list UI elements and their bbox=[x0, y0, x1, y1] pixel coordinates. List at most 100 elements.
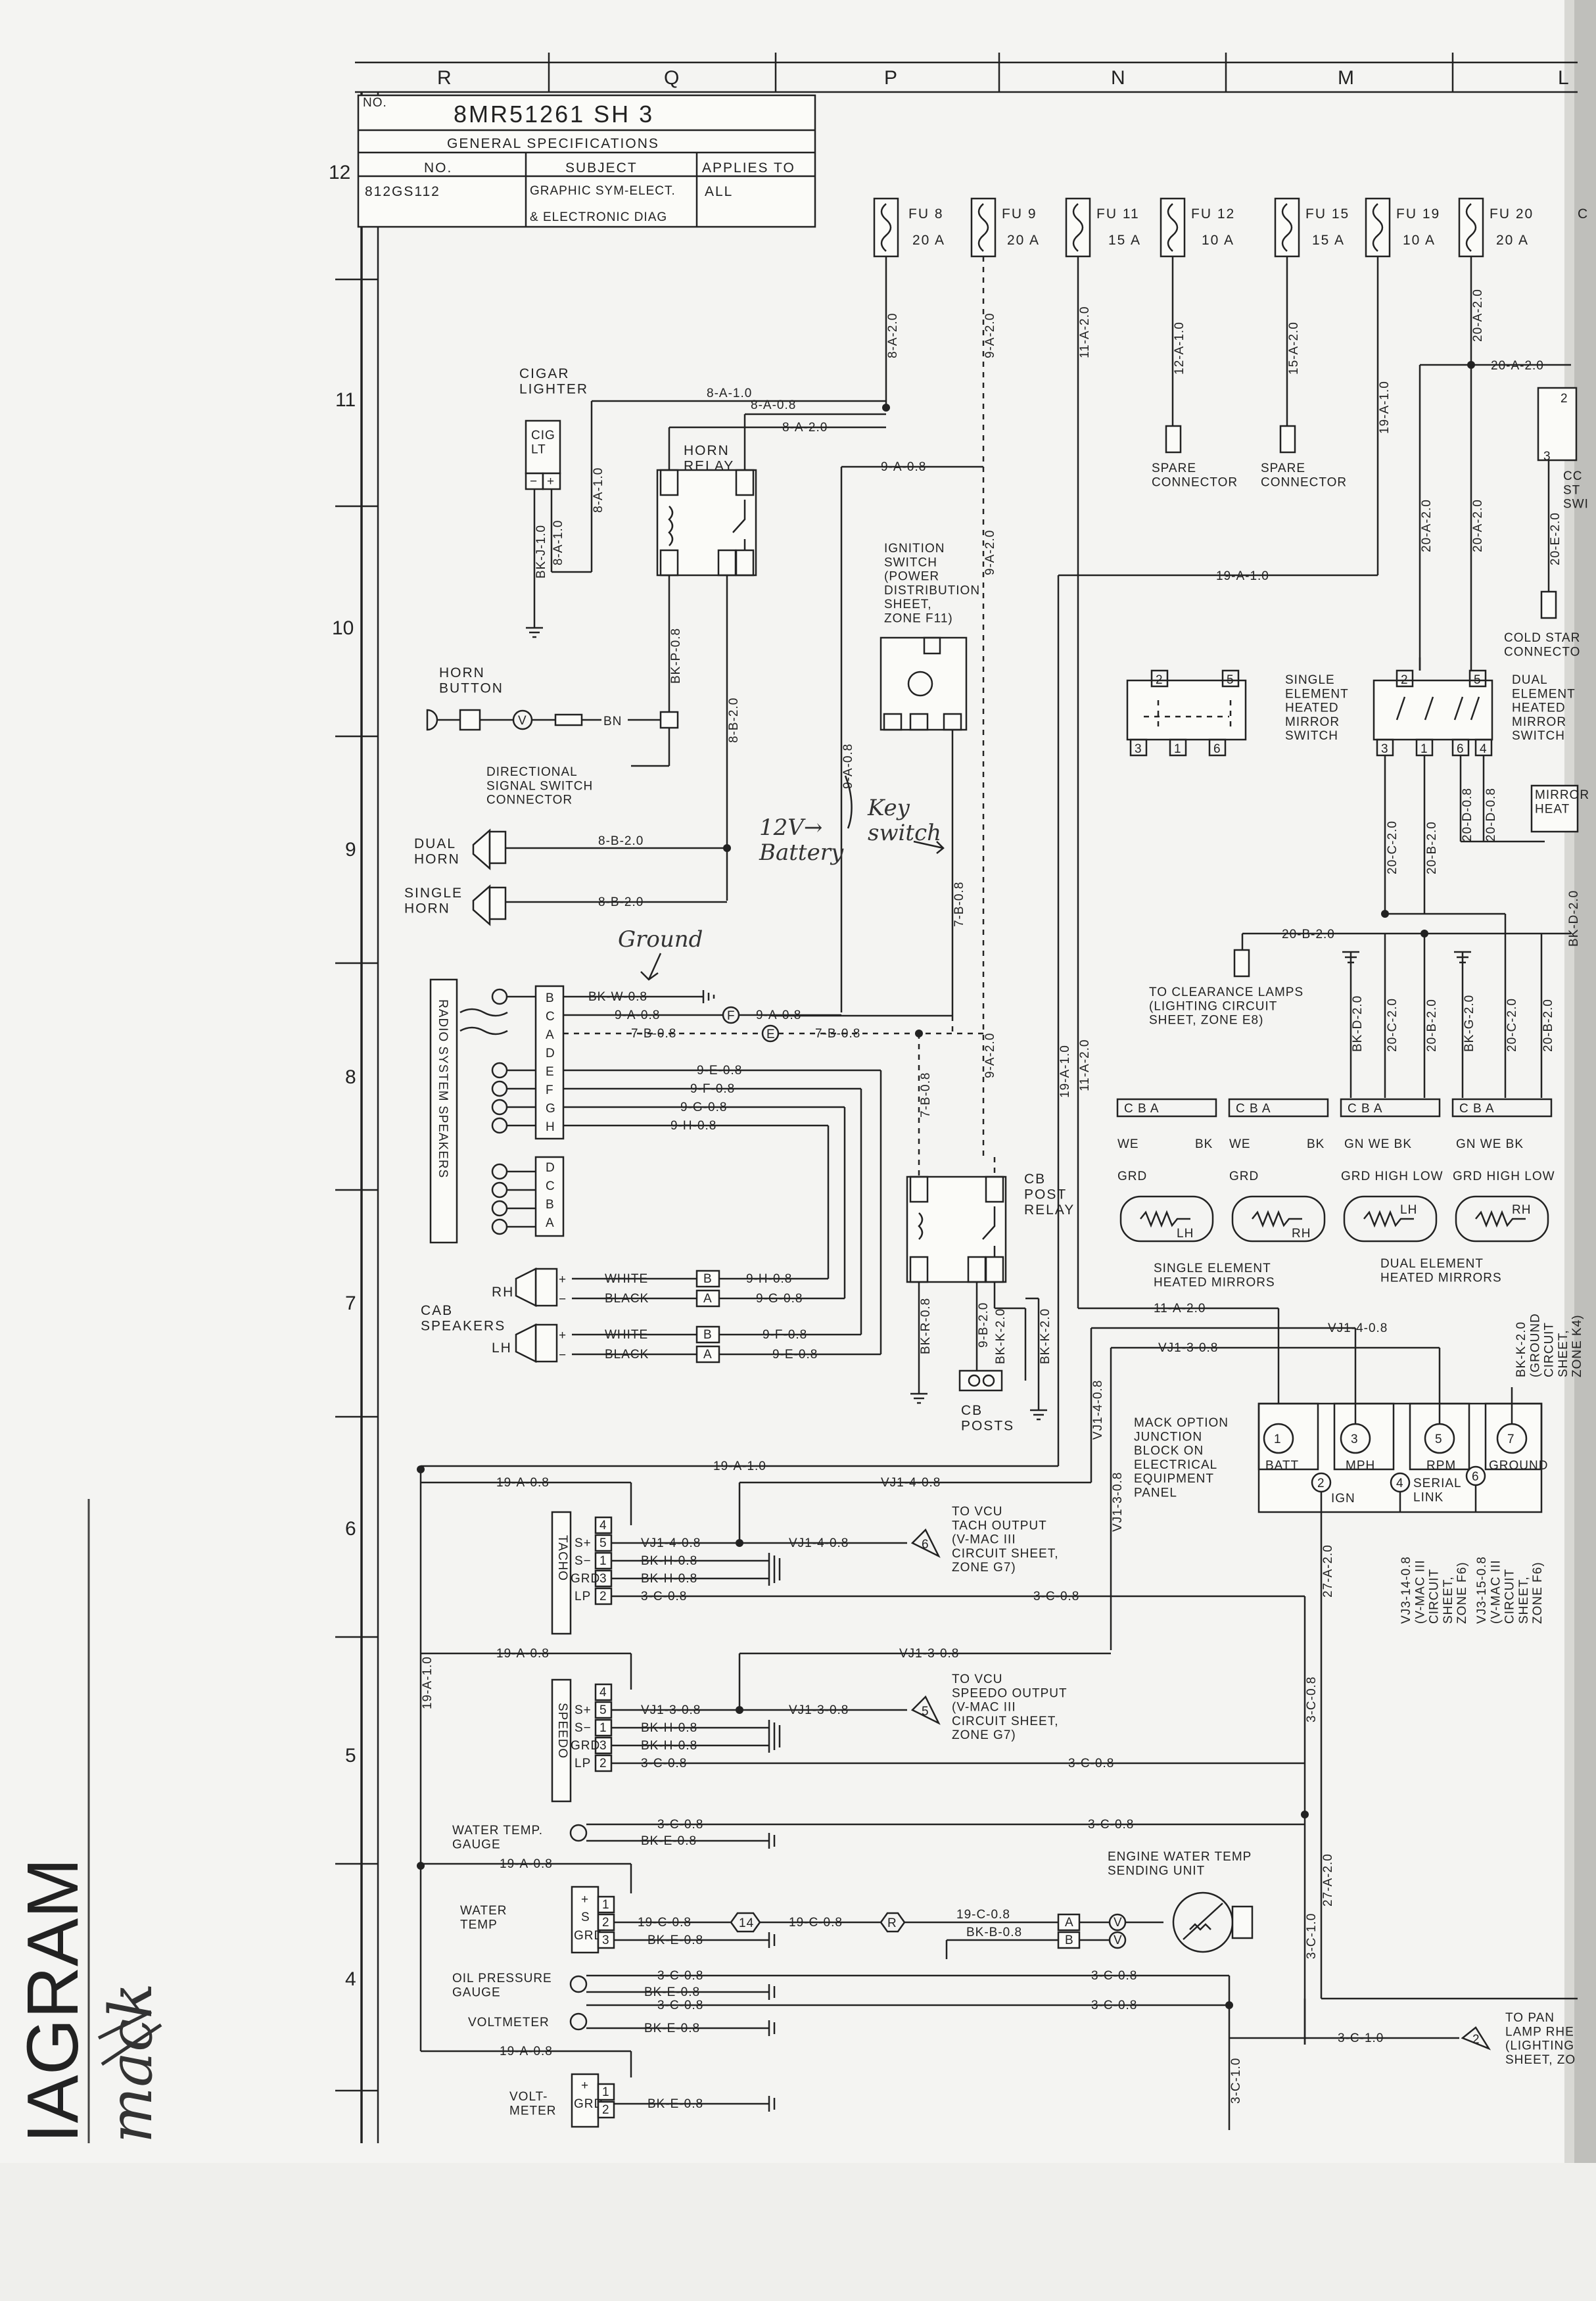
zone-row-4: 4 bbox=[345, 1968, 356, 1990]
svg-text:RPM: RPM bbox=[1426, 1459, 1456, 1473]
svg-text:C B A: C B A bbox=[1124, 1102, 1160, 1116]
svg-text:9-A-0.8: 9-A-0.8 bbox=[841, 744, 855, 789]
side-title: IAGRAM mack bbox=[12, 1499, 166, 2143]
svg-text:GROUND: GROUND bbox=[1489, 1459, 1548, 1473]
svg-text:BK-K-2.0: BK-K-2.0 bbox=[994, 1308, 1008, 1364]
svg-text:BK-H-0.8: BK-H-0.8 bbox=[641, 1572, 697, 1586]
svg-text:IGN: IGN bbox=[1331, 1492, 1355, 1506]
center-verticals: 11-A-2.0 19-A-1.0 19-A-1.0 11-A-2.0 bbox=[1057, 569, 1280, 1466]
svg-text:+: + bbox=[581, 1893, 589, 1907]
col-subject: SUBJECT bbox=[565, 160, 638, 176]
spec-applies: ALL bbox=[705, 184, 733, 199]
svg-text:VJ1-4-0.8: VJ1-4-0.8 bbox=[789, 1536, 849, 1550]
svg-text:+: + bbox=[559, 1329, 567, 1342]
svg-text:1: 1 bbox=[599, 1721, 607, 1735]
svg-text:3: 3 bbox=[1351, 1433, 1359, 1446]
svg-text:5: 5 bbox=[1474, 673, 1482, 687]
speedo-gauge: 19-A-0.8 SPEEDO 4 5 1 3 2 S+ S− GRD LP V… bbox=[421, 1647, 1319, 1818]
svg-text:9-A-0.8: 9-A-0.8 bbox=[756, 1008, 801, 1022]
svg-text:B: B bbox=[546, 991, 555, 1005]
svg-text:A: A bbox=[703, 1348, 713, 1362]
svg-text:V: V bbox=[1114, 1933, 1123, 1947]
drawing-number: 8MR51261 SH 3 bbox=[454, 101, 654, 128]
svg-text:BK: BK bbox=[1307, 1137, 1325, 1151]
svg-text:2: 2 bbox=[1156, 673, 1163, 687]
svg-text:LH: LH bbox=[492, 1340, 512, 1356]
svg-text:3-C-1.0: 3-C-1.0 bbox=[1229, 2058, 1243, 2104]
svg-text:WE: WE bbox=[1229, 1137, 1251, 1151]
note-12v: 12V→Battery bbox=[759, 815, 844, 866]
svg-text:C B A: C B A bbox=[1459, 1102, 1495, 1116]
svg-text:BK-E-0.8: BK-E-0.8 bbox=[644, 1985, 700, 1999]
svg-text:C: C bbox=[546, 1179, 555, 1193]
fuse-label: FU 12 bbox=[1191, 206, 1235, 222]
fuse-amps: 15 A bbox=[1312, 233, 1345, 248]
svg-text:G: G bbox=[546, 1102, 556, 1116]
fuse-fu11: FU 11 15 A 11-A-2.0 bbox=[1065, 197, 1140, 1308]
wire-label: 20-E-2.0 bbox=[1549, 512, 1562, 565]
zone-row-6: 6 bbox=[345, 1518, 356, 1540]
svg-text:B: B bbox=[546, 1198, 555, 1212]
zone-col-m: M bbox=[1338, 67, 1354, 89]
svg-text:19-A-1.0: 19-A-1.0 bbox=[1058, 1045, 1072, 1098]
svg-text:19-A-1.0: 19-A-1.0 bbox=[1216, 569, 1269, 583]
svg-text:F: F bbox=[727, 1009, 736, 1023]
title-block: NO. 8MR51261 SH 3 GENERAL SPECIFICATIONS… bbox=[357, 94, 816, 228]
fuse-label: FU 11 bbox=[1096, 206, 1140, 222]
water-temp-gauge: WATER TEMP.GAUGE 3-C-0.8 3-C-0.8 BK-E-0.… bbox=[417, 1818, 1305, 1959]
svg-text:1: 1 bbox=[1174, 742, 1182, 756]
fuse-amps: 10 A bbox=[1403, 233, 1436, 248]
speedo-label: SPEEDO bbox=[555, 1703, 569, 1759]
svg-text:BK-H-0.8: BK-H-0.8 bbox=[641, 1554, 697, 1568]
svg-text:6: 6 bbox=[1472, 1470, 1480, 1484]
svg-text:14: 14 bbox=[739, 1916, 754, 1930]
tach-label: TACHO bbox=[555, 1535, 569, 1581]
svg-text:1: 1 bbox=[602, 1898, 610, 1912]
zone-row-8: 8 bbox=[345, 1066, 356, 1088]
svg-text:9-E-0.8: 9-E-0.8 bbox=[772, 1348, 818, 1362]
svg-text:C B A: C B A bbox=[1348, 1102, 1383, 1116]
zone-col-n: N bbox=[1111, 67, 1125, 89]
svg-text:8-A-1.0: 8-A-1.0 bbox=[707, 387, 752, 400]
svg-text:B: B bbox=[703, 1328, 713, 1342]
svg-text:7-B-0.8: 7-B-0.8 bbox=[952, 882, 966, 927]
svg-text:5: 5 bbox=[1227, 673, 1234, 687]
svg-text:S−: S− bbox=[575, 1554, 592, 1568]
svg-text:4: 4 bbox=[599, 1519, 607, 1532]
svg-text:LP: LP bbox=[575, 1757, 591, 1770]
wire-label: 19-A-1.0 bbox=[1378, 381, 1392, 434]
vj3-15-label: VJ3-15-0.8(V-MAC IIICIRCUITSHEET,ZONE F6… bbox=[1475, 1556, 1545, 1624]
svg-text:S: S bbox=[581, 1910, 590, 1924]
spec-number: 812GS112 bbox=[365, 184, 440, 199]
voltmeter-label: VOLTMETER bbox=[468, 2016, 550, 2029]
svg-text:2: 2 bbox=[602, 2103, 610, 2117]
svg-text:2: 2 bbox=[1561, 392, 1568, 406]
svg-text:19-A-0.8: 19-A-0.8 bbox=[500, 2045, 553, 2058]
svg-text:E: E bbox=[766, 1028, 776, 1041]
svg-text:19-C-0.8: 19-C-0.8 bbox=[789, 1916, 843, 1930]
svg-text:A: A bbox=[546, 1028, 555, 1042]
wire-label: 9-A-2.0 bbox=[983, 313, 997, 358]
svg-text:11-A-2.0: 11-A-2.0 bbox=[1078, 1039, 1092, 1091]
wire-label: 15-A-2.0 bbox=[1287, 321, 1301, 375]
svg-text:BK-B-0.8: BK-B-0.8 bbox=[966, 1926, 1022, 1939]
svg-text:F: F bbox=[546, 1083, 554, 1097]
svg-text:20-B-2.0: 20-B-2.0 bbox=[1541, 999, 1555, 1052]
svg-text:MPH: MPH bbox=[1346, 1459, 1375, 1473]
svg-text:9-A-2.0: 9-A-2.0 bbox=[983, 1033, 997, 1078]
svg-text:1: 1 bbox=[602, 2085, 610, 2099]
svg-text:RH: RH bbox=[492, 1285, 514, 1300]
svg-text:2: 2 bbox=[602, 1916, 610, 1930]
